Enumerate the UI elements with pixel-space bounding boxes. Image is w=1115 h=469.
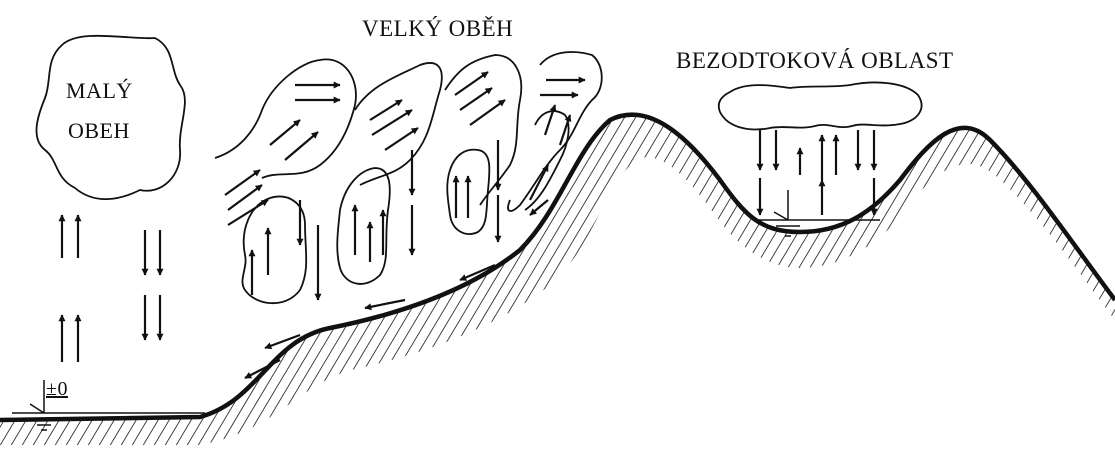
datum-water-symbol: [12, 380, 205, 430]
large-cycle-label: VELKÝ OBĚH: [362, 16, 513, 42]
small-cycle-label-line1: MALÝ: [66, 78, 133, 104]
hatch-fade-mask: [0, 157, 1115, 469]
small-cycle-label-line2: OBEH: [68, 118, 130, 144]
small-cycle-arrows: [62, 215, 160, 362]
large-cycle-clouds: [215, 52, 602, 303]
hatch-line: [0, 100, 8, 469]
datum-label: ±0: [46, 378, 68, 401]
endorheic-area-label: BEZODTOKOVÁ OBLAST: [676, 48, 954, 74]
endorheic-arrows: [760, 130, 874, 215]
endorheic-cloud: [719, 82, 922, 129]
